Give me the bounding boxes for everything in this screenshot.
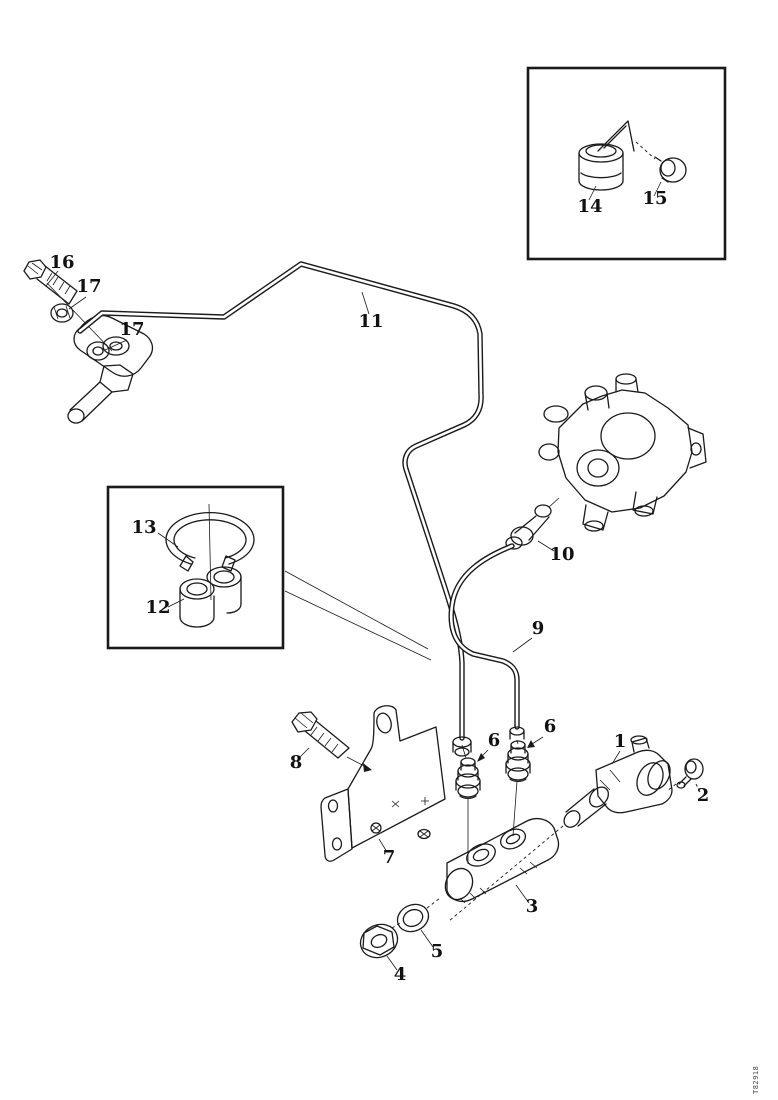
connector-10 bbox=[505, 497, 560, 552]
seal-ring-5 bbox=[391, 897, 441, 948]
washer-17-lower bbox=[86, 339, 128, 361]
plug-15 bbox=[635, 141, 687, 197]
callout-17-lower: 17 bbox=[119, 319, 144, 340]
callout-16: 16 bbox=[49, 252, 74, 273]
callout-6-right: 6 bbox=[544, 716, 557, 737]
clamp-halves-12 bbox=[167, 566, 242, 628]
connector-6-left bbox=[455, 744, 489, 864]
callout-15: 15 bbox=[642, 188, 667, 209]
callout-14: 14 bbox=[577, 196, 602, 217]
plug-2 bbox=[666, 758, 704, 793]
clip-ring-13 bbox=[157, 512, 255, 572]
callout-9: 9 bbox=[532, 618, 545, 639]
manifold-3 bbox=[444, 817, 560, 904]
connector-6-right bbox=[505, 736, 544, 837]
assembly-axis-line bbox=[448, 825, 564, 922]
callout-11: 11 bbox=[358, 311, 383, 332]
inset-box-clamp bbox=[106, 485, 432, 661]
callout-10: 10 bbox=[549, 544, 574, 565]
inset-box-coupler bbox=[526, 66, 727, 261]
drawing-id: T82918 bbox=[752, 1066, 760, 1094]
inlet-elbow-fitting bbox=[46, 282, 154, 424]
callout-3: 3 bbox=[526, 896, 539, 917]
bracket-7 bbox=[320, 705, 446, 862]
cap-4 bbox=[359, 923, 399, 971]
washer-17-upper bbox=[50, 296, 87, 323]
hose-9 bbox=[448, 543, 533, 740]
callout-13: 13 bbox=[131, 517, 156, 538]
callout-5: 5 bbox=[431, 941, 444, 962]
screw-16 bbox=[23, 259, 78, 305]
callout-4: 4 bbox=[394, 964, 407, 985]
cap-screw-8 bbox=[291, 711, 372, 772]
coupler-14 bbox=[578, 120, 635, 201]
solenoid-valve-1 bbox=[563, 735, 673, 828]
valve-block bbox=[538, 373, 707, 532]
callout-12: 12 bbox=[145, 597, 170, 618]
callout-2: 2 bbox=[697, 785, 710, 806]
callout-1: 1 bbox=[614, 731, 627, 752]
callout-8: 8 bbox=[290, 752, 303, 773]
callout-17-upper: 17 bbox=[76, 276, 101, 297]
callout-6-left: 6 bbox=[488, 730, 501, 751]
callout-7: 7 bbox=[383, 847, 396, 868]
